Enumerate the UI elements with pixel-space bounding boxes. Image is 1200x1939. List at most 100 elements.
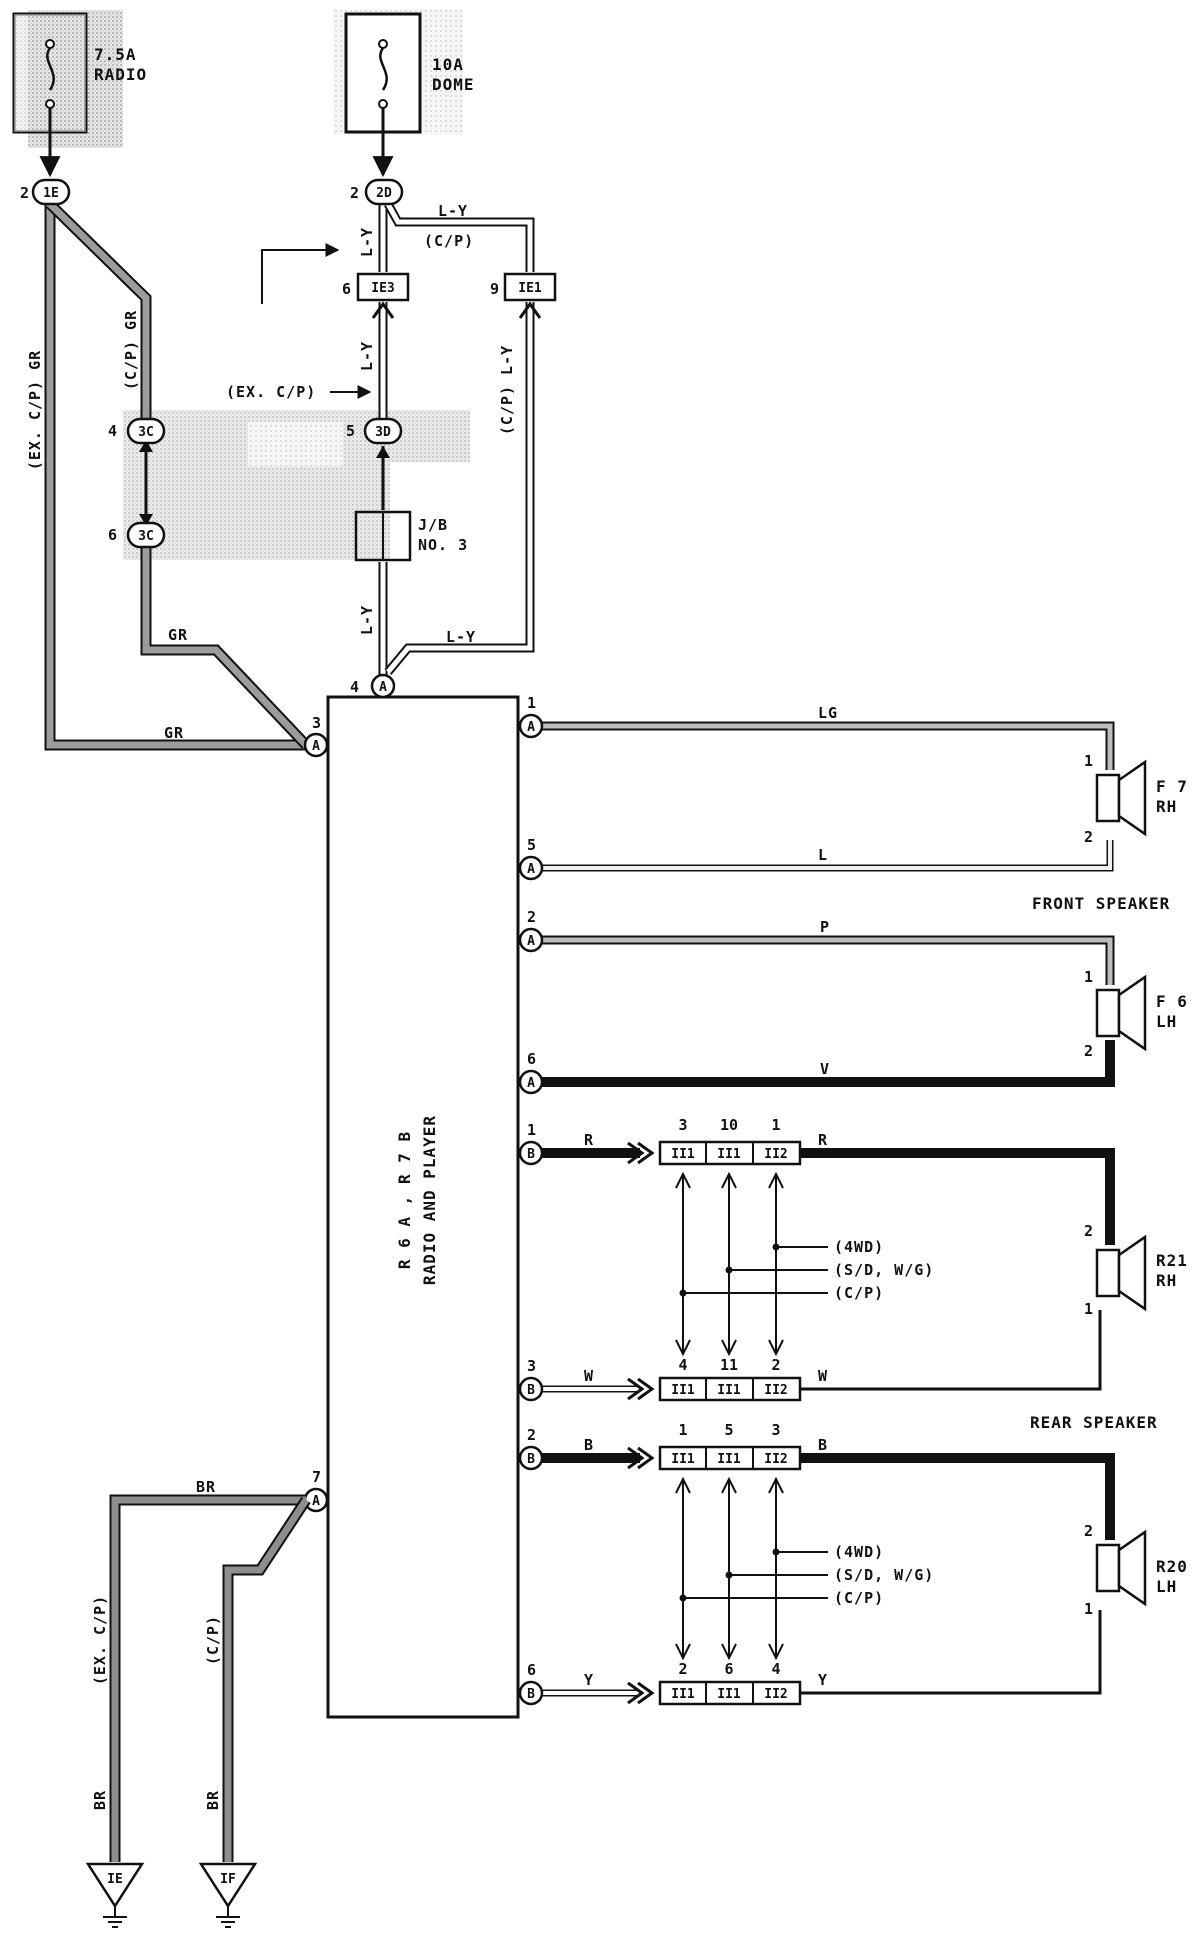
ground-wires [109,1494,311,1862]
unit-line1: R 6 A , R 7 B [395,1131,414,1269]
connector-1e: 1E 2 [20,178,71,206]
svg-text:4: 4 [771,1660,780,1678]
connector-a4: A 4 [350,673,396,699]
svg-text:L-Y: L-Y [438,202,468,220]
svg-text:A: A [527,862,535,877]
svg-text:1: 1 [1084,968,1093,986]
variant-arrows-lower: (4WD) (S/D, W/G) (C/P) [675,1476,933,1661]
svg-text:F 6: F 6 [1156,992,1188,1011]
fuse-dome-amp: 10A [432,55,464,74]
svg-text:4: 4 [678,1356,687,1374]
svg-text:W: W [584,1367,594,1385]
svg-text:3C: 3C [138,529,154,544]
svg-text:R: R [584,1131,594,1149]
fuse-radio-name: RADIO [94,65,147,84]
ly-wires [261,108,542,678]
connector-a3: A 3 [303,714,329,758]
svg-text:6: 6 [527,1661,536,1679]
connector-3d: 3D 5 [346,417,403,445]
svg-text:II1: II1 [671,1383,695,1398]
svg-text:II1: II1 [671,1452,695,1467]
svg-text:II1: II1 [671,1687,695,1702]
svg-text:3D: 3D [375,425,391,440]
svg-text:LH: LH [1156,1577,1177,1596]
svg-text:GR: GR [168,626,188,644]
svg-text:1E: 1E [43,186,59,201]
svg-text:A: A [527,934,535,949]
svg-text:B: B [527,1687,535,1702]
svg-text:II1: II1 [717,1452,741,1467]
svg-text:L: L [818,846,828,864]
svg-text:1: 1 [1084,1300,1093,1318]
svg-text:3: 3 [678,1116,687,1134]
svg-text:L-Y: L-Y [358,605,376,635]
fuse-dome-name: DOME [432,75,475,94]
jblock-row4: II1 II1 II2 2 6 4 [658,1660,802,1706]
svg-text:IE1: IE1 [518,281,542,296]
svg-text:B: B [527,1383,535,1398]
svg-text:B: B [584,1436,594,1454]
jb-line1: J/B [418,516,448,534]
speaker-f6: 1 2 F 6 LH [1084,968,1188,1060]
svg-text:II1: II1 [717,1687,741,1702]
svg-text:(C/P): (C/P) [204,1615,222,1665]
svg-text:(C/P): (C/P) [424,232,474,250]
svg-text:IE3: IE3 [371,281,394,296]
jblock-row1: II1 II1 II2 3 10 1 [658,1116,802,1166]
svg-text:BR: BR [204,1790,222,1810]
svg-text:L-Y: L-Y [446,628,476,646]
svg-text:BR: BR [196,1478,216,1496]
svg-text:1: 1 [1084,1600,1093,1618]
svg-text:5: 5 [346,422,355,440]
svg-text:GR: GR [164,724,184,742]
svg-text:3C: 3C [138,425,154,440]
connector-3c-top: 3C 4 [108,417,166,445]
svg-text:3: 3 [527,1357,536,1375]
svg-text:2: 2 [350,184,359,202]
fuse-radio-amp: 7.5A [94,45,137,64]
fuse-radio: 7.5A RADIO [12,12,147,134]
svg-text:RH: RH [1156,1271,1177,1290]
svg-text:2: 2 [1084,1042,1093,1060]
svg-text:2: 2 [771,1356,780,1374]
svg-text:II2: II2 [764,1147,787,1162]
svg-text:A: A [312,739,320,754]
svg-text:R: R [818,1131,828,1149]
svg-text:A: A [527,1076,535,1091]
svg-text:II2: II2 [764,1383,787,1398]
wire-labels: (EX. C/P) GR (C/P) GR GR GR L-Y L-Y (C/P… [26,202,838,1810]
svg-text:(EX. C/P): (EX. C/P) [226,383,316,401]
variant-arrows-upper: (4WD) (S/D, W/G) (C/P) [675,1171,933,1357]
svg-text:L-Y: L-Y [358,341,376,371]
svg-text:2: 2 [678,1660,687,1678]
svg-text:LG: LG [818,704,838,722]
svg-text:2: 2 [20,184,29,202]
radio-unit: R 6 A , R 7 B RADIO AND PLAYER [326,695,520,1719]
svg-text:(4WD): (4WD) [834,1543,884,1561]
svg-text:2: 2 [1084,828,1093,846]
svg-text:F 7: F 7 [1156,777,1188,796]
svg-text:1: 1 [527,694,536,712]
svg-text:II1: II1 [671,1147,695,1162]
svg-text:6: 6 [108,526,117,544]
svg-text:2: 2 [527,908,536,926]
svg-text:A: A [312,1494,320,1509]
svg-text:5: 5 [527,836,536,854]
svg-text:Y: Y [818,1671,828,1689]
svg-text:L-Y: L-Y [358,227,376,257]
speaker-r21: 2 1 R21 RH [1084,1222,1187,1318]
svg-text:A: A [379,680,387,695]
svg-text:B: B [527,1147,535,1162]
speaker-f7: 1 2 F 7 RH [1084,752,1188,846]
svg-text:(EX. C/P) GR: (EX. C/P) GR [26,350,44,470]
junction-block: J/B NO. 3 [354,510,467,562]
connector-2d: 2D 2 [350,178,404,206]
svg-text:(4WD): (4WD) [834,1238,884,1256]
svg-text:6: 6 [342,280,351,298]
connector-3c-bottom: 3C 6 [108,521,166,549]
svg-text:B: B [818,1436,828,1454]
svg-text:V: V [820,1060,830,1078]
svg-text:9: 9 [490,280,499,298]
svg-text:P: P [820,918,830,936]
